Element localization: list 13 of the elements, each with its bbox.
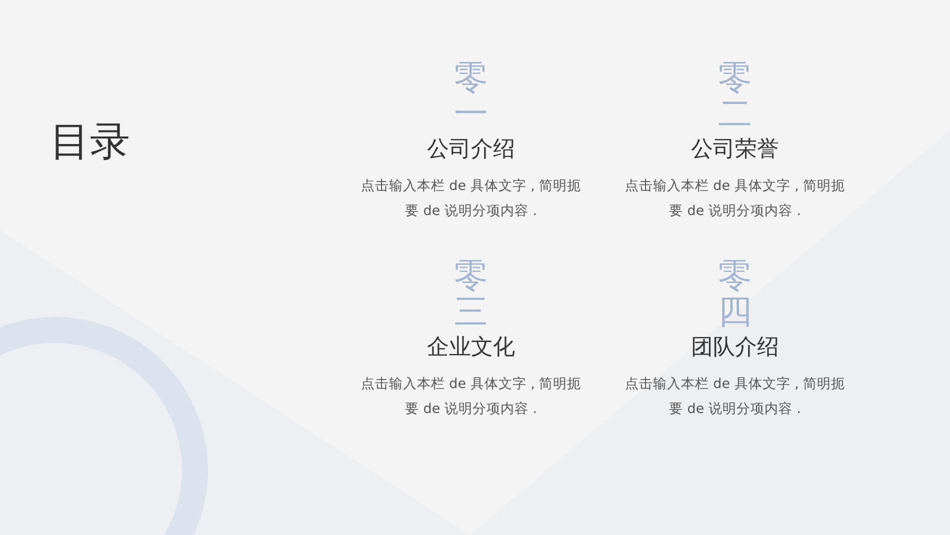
- section-heading: 公司荣誉: [690, 136, 780, 164]
- section-description: 点击输入本栏 de 具体文字 , 简明扼要 de 说明分项内容 .: [624, 177, 846, 221]
- section-heading: 公司介绍: [426, 136, 516, 164]
- section-number: 零二: [717, 60, 753, 132]
- section-number: 零四: [717, 258, 753, 330]
- section-number: 零三: [453, 258, 489, 330]
- section-description: 点击输入本栏 de 具体文字 , 简明扼要 de 说明分项内容 .: [360, 177, 582, 221]
- section-number: 零一: [453, 60, 489, 132]
- section-heading: 团队介绍: [690, 334, 780, 362]
- section-heading: 企业文化: [426, 334, 516, 362]
- section-description: 点击输入本栏 de 具体文字 , 简明扼要 de 说明分项内容 .: [624, 375, 846, 419]
- section-description: 点击输入本栏 de 具体文字 , 简明扼要 de 说明分项内容 .: [360, 375, 582, 419]
- page-title: 目录: [50, 122, 130, 162]
